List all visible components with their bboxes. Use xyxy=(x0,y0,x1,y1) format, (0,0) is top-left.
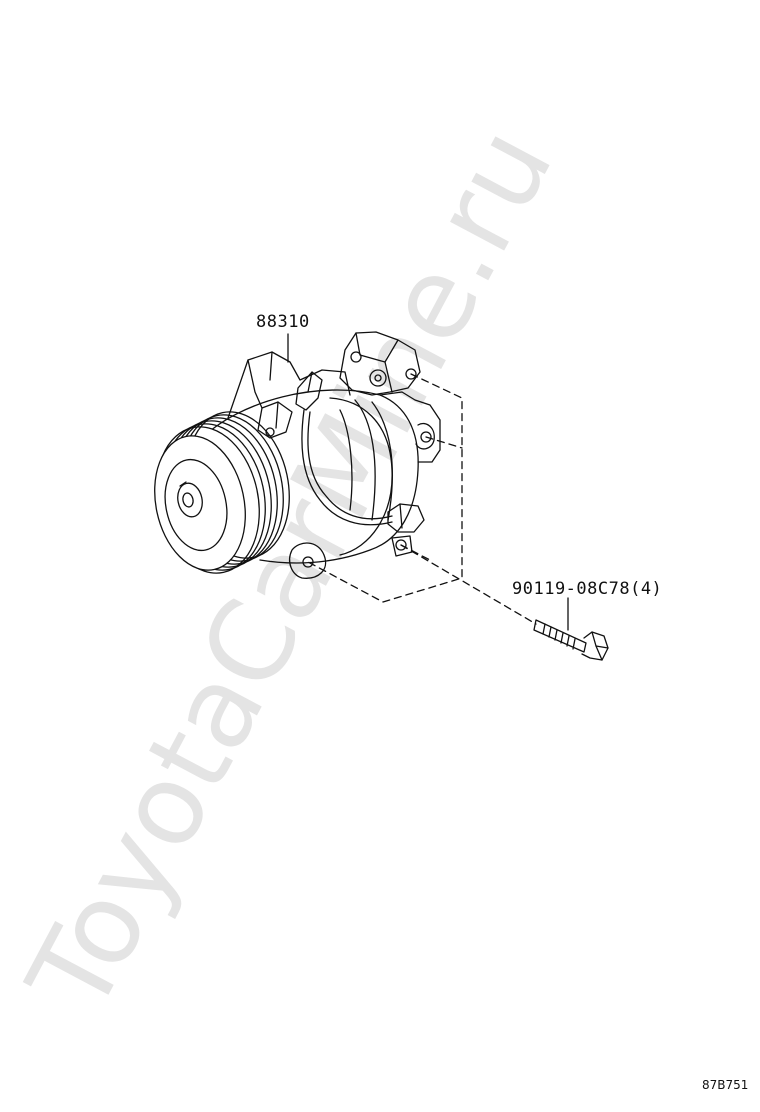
compressor-drawing xyxy=(154,331,441,579)
figure-code: 87B751 xyxy=(702,1078,749,1092)
mounting-box-dashed xyxy=(307,373,463,603)
bolt-leader-dashed xyxy=(400,544,537,625)
bolt-drawing xyxy=(533,619,609,661)
pulley-drawing xyxy=(154,411,290,574)
part-label-88310: 88310 xyxy=(256,312,310,332)
part-label-90119: 90119-08C78(4) xyxy=(512,579,663,599)
